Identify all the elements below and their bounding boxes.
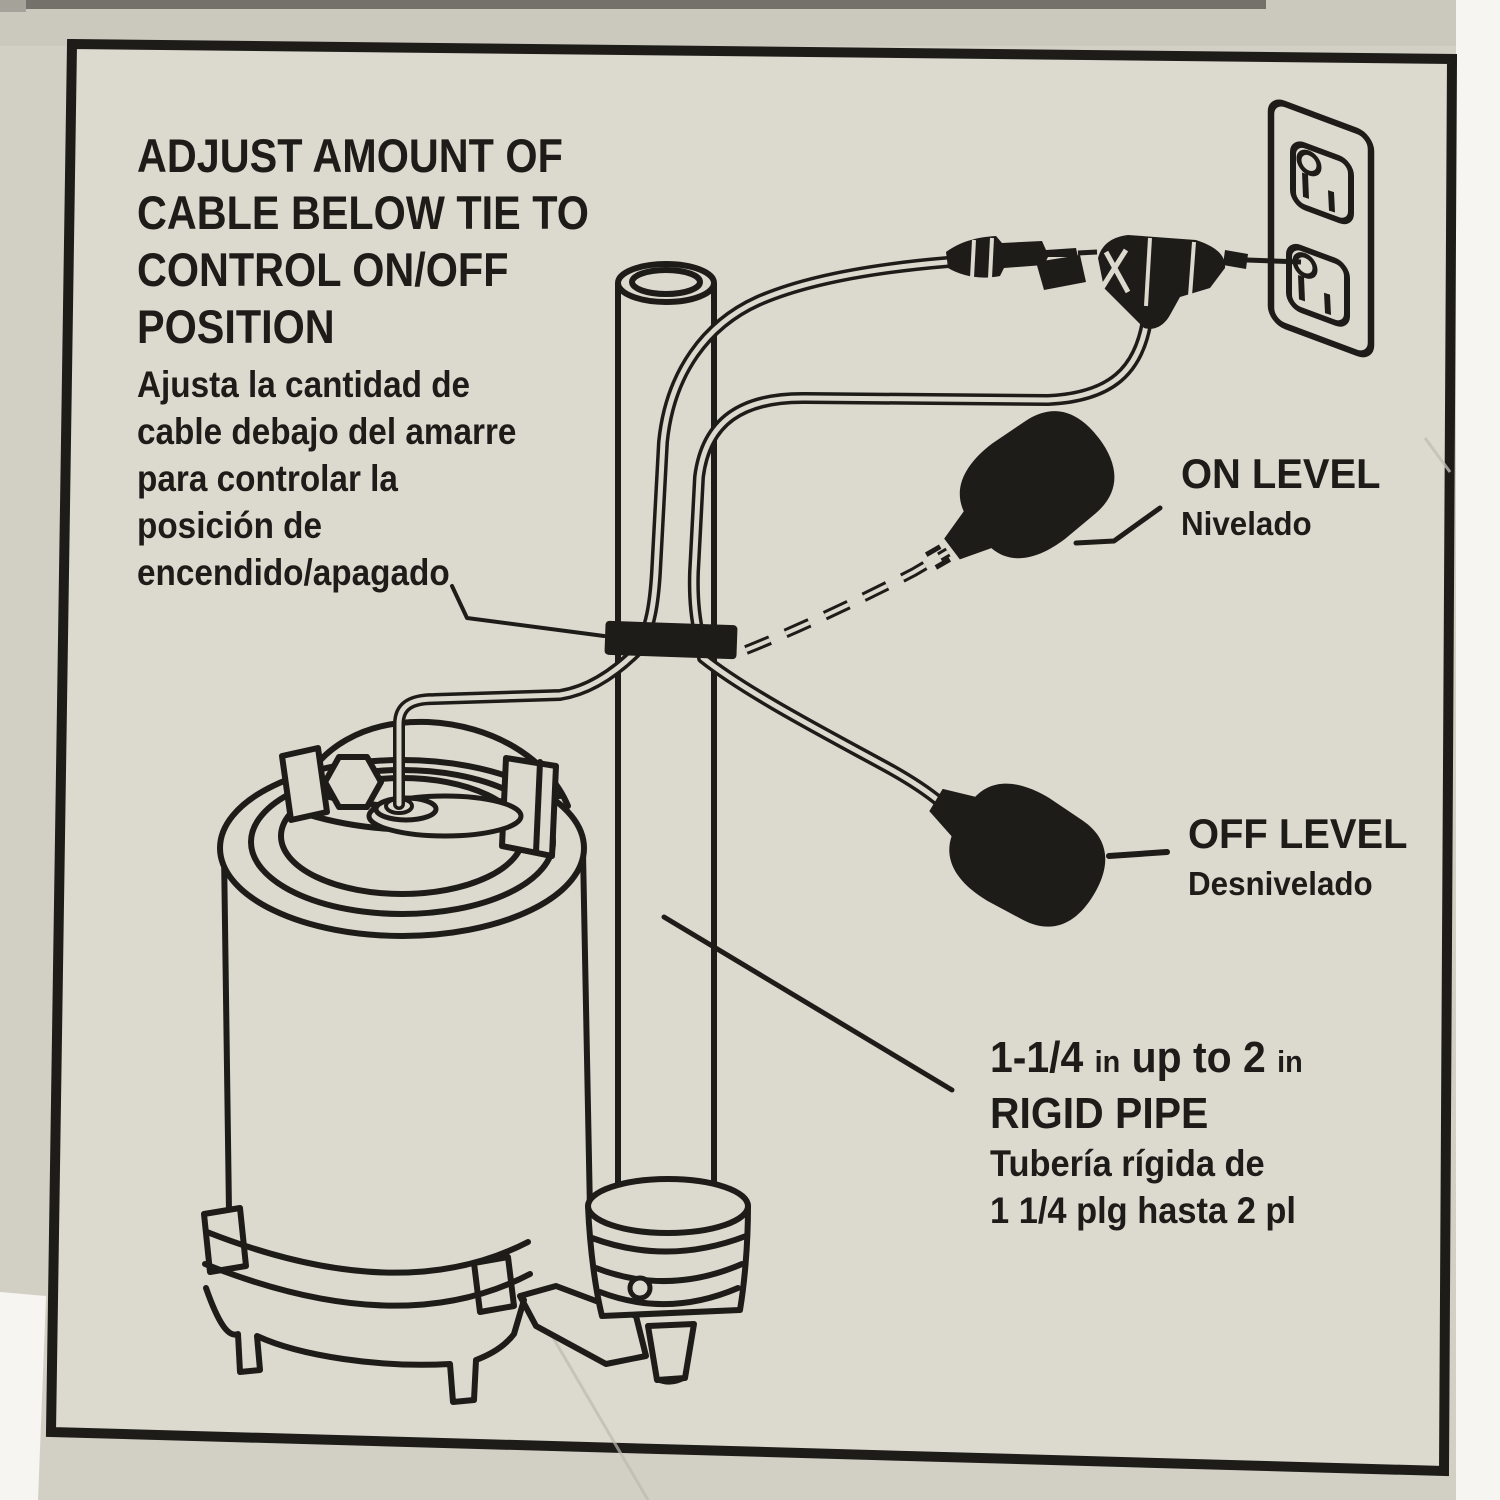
power-cables <box>393 256 1153 810</box>
leader-lines <box>450 505 1170 1093</box>
pipe-coupling <box>585 1176 751 1385</box>
plug-prong <box>1077 249 1098 256</box>
callout-on-level: ON LEVEL Nivelado <box>1181 451 1381 544</box>
heading-en: ADJUST AMOUNT OF CABLE BELOW TIE TO CONT… <box>137 127 589 355</box>
pipe-size: 1-1/4 <box>990 1033 1084 1082</box>
on-level-label-es: Nivelado <box>1181 505 1312 542</box>
duplex-outlet <box>1267 99 1375 358</box>
crease-mark <box>536 1311 650 1500</box>
box-corner-shadow <box>0 0 26 12</box>
plug-prong <box>1223 250 1248 269</box>
heading-es-line: posición de <box>137 505 323 546</box>
clamp-bolt <box>627 1275 653 1301</box>
pump-base <box>201 1205 649 1405</box>
hose-clamp-band <box>589 1233 749 1255</box>
outlet-receptacle-top <box>1290 141 1354 225</box>
outlet-receptacle-bottom <box>1286 243 1350 327</box>
pump-discharge-stub <box>645 1321 697 1383</box>
off-level-label-es: Desnivelado <box>1188 865 1373 902</box>
outlet-slot <box>1302 172 1309 199</box>
float-prong <box>924 544 942 557</box>
cable-tie <box>604 620 738 660</box>
cord-seal-plate <box>366 793 524 839</box>
float-on-position <box>924 411 1115 570</box>
outlet-slot <box>1328 190 1335 213</box>
box-top-edge-shadow <box>26 0 1266 9</box>
handle-hex-bolt <box>322 754 384 810</box>
pipe-name-label: RIGID PIPE <box>990 1089 1209 1138</box>
heading-line: CONTROL ON/OFF <box>137 243 509 296</box>
pump-handle <box>279 745 563 859</box>
plug-prong <box>1246 257 1302 265</box>
pipe-unit: in <box>1277 1044 1303 1079</box>
callout-off-level: OFF LEVEL Desnivelado <box>1188 811 1407 904</box>
float-prong <box>934 557 952 570</box>
heading-line: ADJUST AMOUNT OF <box>137 129 563 182</box>
hose-clamp-band <box>593 1261 745 1285</box>
off-level-leader-line <box>1106 849 1170 859</box>
pipe-unit: in <box>1094 1044 1121 1079</box>
heading-es-line: para controlar la <box>137 458 398 499</box>
sump-pump <box>201 718 649 1405</box>
heading-es: Ajusta la cantidad de cable debajo del a… <box>137 361 516 596</box>
ground-hole <box>1296 149 1322 177</box>
pipe-size-range: up to 2 <box>1131 1033 1266 1082</box>
pipe-size-line: 1-1/4 in up to 2 in <box>990 1032 1303 1088</box>
float-off-position <box>929 783 1106 927</box>
heading-line: POSITION <box>137 300 335 353</box>
piggyback-plug <box>1098 235 1302 329</box>
tie-leader-line <box>450 584 606 638</box>
photo-edge-bottom-left <box>0 1292 46 1500</box>
photo-edge-right <box>1456 0 1500 1500</box>
callout-rigid-pipe: 1-1/4 in up to 2 in RIGID PIPE Tubería r… <box>990 1032 1303 1234</box>
pipe-label-es-line: 1 1/4 plg hasta 2 pl <box>990 1190 1296 1231</box>
heading-line: CABLE BELOW TIE TO <box>137 186 589 239</box>
pipe-opening <box>629 267 703 297</box>
on-level-leader-line <box>1073 505 1163 546</box>
crease-mark <box>1423 437 1452 473</box>
float-cable-on-position-dashed <box>744 547 951 655</box>
on-level-label: ON LEVEL <box>1181 450 1381 497</box>
outlet-slot <box>1324 292 1331 316</box>
pipe-leader-line <box>661 914 955 1093</box>
hose-clamp-band <box>597 1285 741 1308</box>
heading-es-line: Ajusta la cantidad de <box>137 364 471 405</box>
heading-es-line: encendido/apagado <box>137 552 450 593</box>
outlet-slot <box>1298 274 1305 302</box>
off-level-label: OFF LEVEL <box>1188 810 1408 857</box>
pipe-label-es-line: Tubería rígida de <box>990 1143 1265 1184</box>
pump-plug <box>946 236 1098 290</box>
heading-es-line: cable debajo del amarre <box>137 411 517 452</box>
